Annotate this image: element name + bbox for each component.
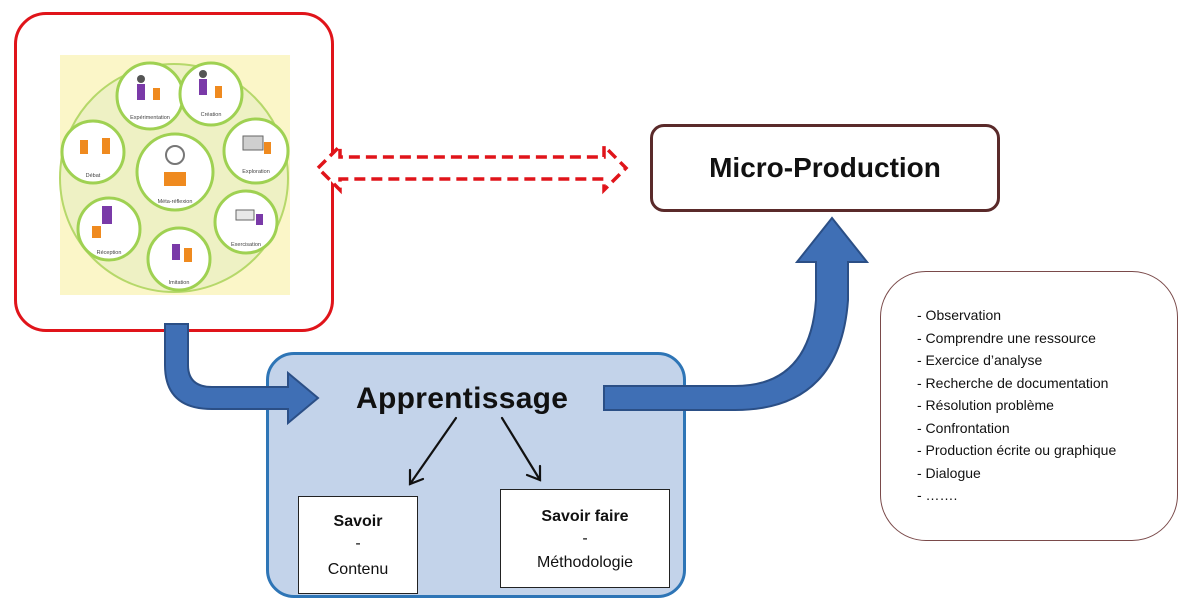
apprentissage-title: Apprentissage <box>356 382 569 415</box>
arrowhead-savoir-faire <box>525 464 542 482</box>
cycle-label: Imitation <box>169 280 190 286</box>
savoir-faire-subtitle: Méthodologie <box>536 554 634 571</box>
arrow-to-savoir <box>408 416 458 486</box>
list-item: - Résolution problème <box>917 397 1054 413</box>
savoir-box: Savoir - Contenu <box>298 496 418 594</box>
savoir-dash: - <box>355 535 361 552</box>
list-item: - Recherche de documentation <box>917 374 1109 391</box>
list-item: - Observation <box>917 307 1002 323</box>
list-item: - ……. <box>917 487 958 503</box>
arrow-to-savoir-faire <box>500 416 542 482</box>
activities-list: - Observation - Comprendre une ressource… <box>881 272 1177 507</box>
segment-creation <box>178 61 244 127</box>
cycle-label: Réception <box>97 250 122 256</box>
savoir-faire-box: Savoir faire - Méthodologie <box>500 489 670 588</box>
savoir-faire-dash: - <box>582 530 588 547</box>
segment-reception <box>76 196 142 262</box>
cycle-label: Création <box>201 112 222 118</box>
arrowhead-savoir <box>408 468 425 486</box>
cycle-label: Débat <box>86 173 101 179</box>
list-item: - Confrontation <box>917 419 1010 436</box>
cycle-label: Exploration <box>242 169 270 175</box>
split-arrows <box>408 416 542 486</box>
savoir-faire-title: Savoir faire <box>541 508 629 525</box>
arrow-to-apprentissage <box>164 323 320 426</box>
savoir-title: Savoir <box>333 513 383 530</box>
list-item: - Dialogue <box>917 464 981 481</box>
dashed-double-arrow <box>315 141 629 195</box>
savoir-subtitle: Contenu <box>327 561 389 578</box>
list-item: - Exercice d’analyse <box>917 352 1043 368</box>
segment-debat <box>60 119 126 185</box>
list-item: - Comprendre une ressource <box>917 329 1096 346</box>
activities-box: - Observation - Comprendre une ressource… <box>880 271 1178 541</box>
segment-exercisation <box>213 189 279 255</box>
arrow-to-micro-production <box>603 216 870 411</box>
cycle-label: Méta-réflexion <box>158 199 193 205</box>
micro-production-box: Micro-Production <box>650 124 1000 212</box>
wheel-segments <box>60 61 290 292</box>
cycle-label: Expérimentation <box>130 115 170 121</box>
cycle-label: Exercisation <box>231 242 261 248</box>
list-item: - Production écrite ou graphique <box>917 442 1117 458</box>
wheel-figures <box>80 70 271 262</box>
segment-exploration <box>222 117 290 185</box>
